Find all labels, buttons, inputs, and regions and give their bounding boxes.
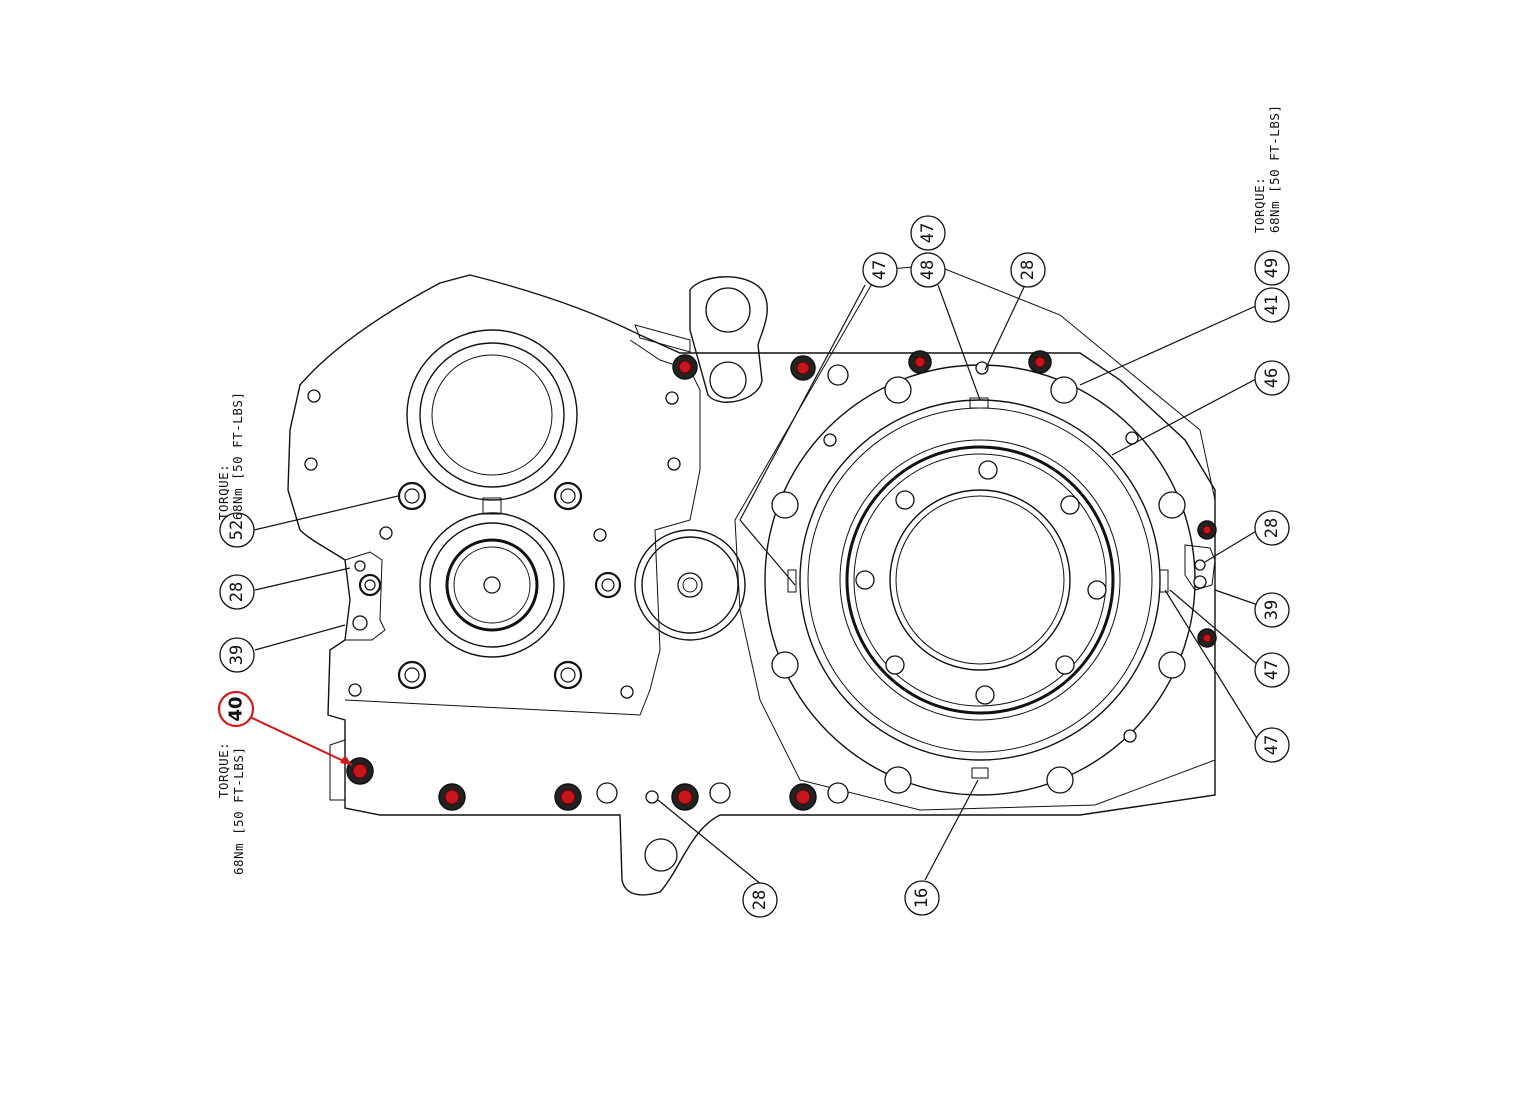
callout-47-right-upper: 47 (1254, 652, 1290, 688)
flange-assembly (764, 364, 1196, 796)
torque-note-left-top: TORQUE: 68Nm [50 FT-LBS] (216, 392, 245, 520)
callout-48-text: 48 (918, 260, 938, 280)
torque-note-left-top-line1: TORQUE: (216, 464, 231, 520)
callout-49: 49 (1254, 250, 1290, 286)
callout-47-right-lower: 47 (1254, 727, 1290, 763)
callout-47-top-left: 47 (862, 252, 898, 288)
callout-47-a-text: 47 (870, 260, 890, 280)
callout-28-right-text: 28 (1262, 518, 1282, 538)
callout-52-text: 52 (227, 520, 247, 540)
callout-48: 48 (910, 252, 946, 288)
callout-47-d-text: 47 (1262, 735, 1282, 755)
callout-41-text: 41 (1262, 295, 1282, 315)
callout-47-top: 47 (910, 215, 946, 251)
torque-note-left-bottom-line1: TORQUE: (216, 742, 231, 798)
callout-28-left: 28 (219, 574, 255, 610)
upper-bore-cover (406, 329, 578, 515)
callout-40-text: 40 (226, 696, 247, 721)
callout-49-text: 49 (1262, 258, 1282, 278)
callout-16: 16 (904, 880, 940, 916)
callout-47-b-text: 47 (918, 223, 938, 243)
callout-28-bottom-text: 28 (750, 890, 770, 910)
callout-40-highlighted: 40 (217, 690, 255, 728)
red-bolts (346, 350, 1217, 811)
idler-wheel (634, 529, 746, 641)
callout-28-left-text: 28 (227, 582, 247, 602)
torque-note-left-bottom: TORQUE: 68Nm [50 FT-LBS] (216, 742, 246, 875)
torque-note-left-bottom-line2: 68Nm [50 FT-LBS] (231, 747, 246, 875)
callout-39-left-text: 39 (227, 645, 247, 665)
callout-28-right: 28 (1254, 510, 1290, 546)
callout-39-left: 39 (219, 637, 255, 673)
torque-note-right-top: TORQUE: 68Nm [50 FT-LBS] (1252, 105, 1282, 233)
callout-41: 41 (1254, 287, 1290, 323)
callout-52: 52 (219, 512, 255, 548)
leader-lines (249, 284, 1259, 886)
callout-28-top: 28 (1010, 252, 1046, 288)
mounting-holes (304, 361, 1207, 872)
callout-39-right-text: 39 (1262, 600, 1282, 620)
callout-16-text: 16 (912, 888, 932, 908)
callout-28-bottom: 28 (742, 882, 778, 918)
torque-note-right-top-line2: 68Nm [50 FT-LBS] (1267, 105, 1282, 233)
output-shaft (419, 512, 565, 658)
torque-note-right-top-line1: TORQUE: (1252, 177, 1267, 233)
callout-46-text: 46 (1262, 368, 1282, 388)
torque-note-left-top-line2: 68Nm [50 FT-LBS] (230, 392, 245, 520)
callout-28-top-text: 28 (1018, 260, 1038, 280)
callout-46: 46 (1254, 360, 1290, 396)
cover-bolts (358, 481, 622, 690)
callout-47-c-text: 47 (1262, 660, 1282, 680)
callout-39-right: 39 (1254, 592, 1290, 628)
lever-arm (689, 276, 768, 403)
